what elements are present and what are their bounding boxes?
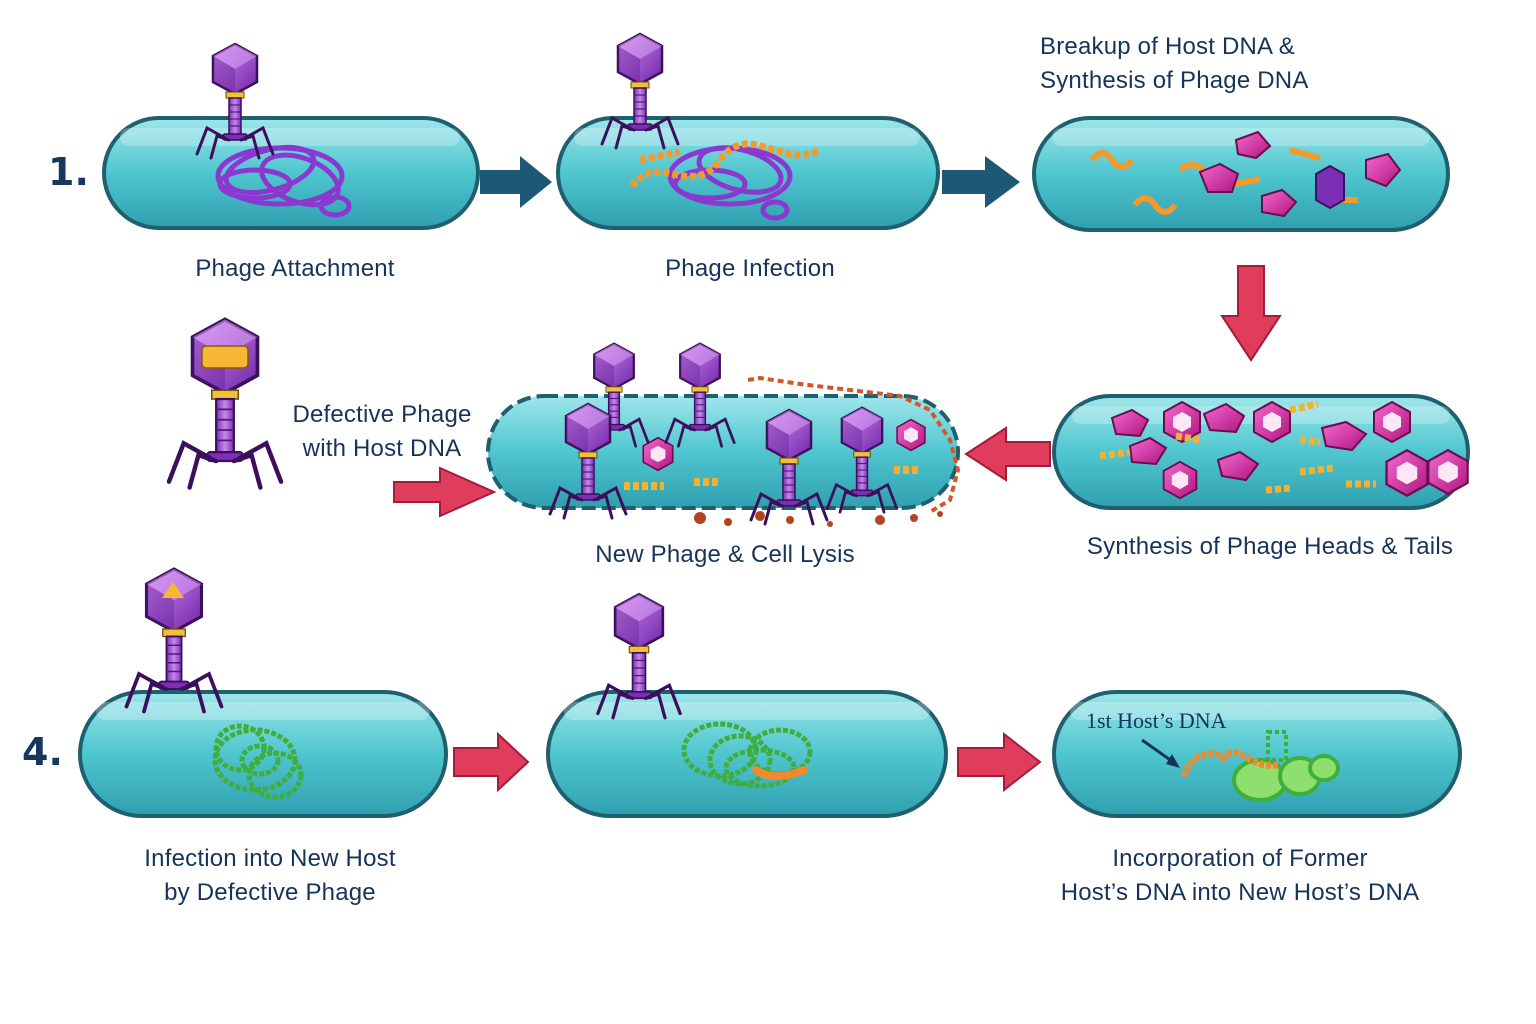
phage-head-icon bbox=[1427, 449, 1469, 495]
cell-lysis bbox=[486, 375, 961, 527]
label-defective-phage: Defective Phage with Host DNA bbox=[282, 398, 482, 466]
label-defective-phage-line2: with Host DNA bbox=[302, 435, 462, 462]
label-incorporation-line2: Host’s DNA into New Host’s DNA bbox=[1060, 879, 1420, 906]
new-host-dna-icon bbox=[681, 721, 813, 789]
cell-phage-infection bbox=[556, 116, 940, 230]
cell-dna-injection bbox=[546, 690, 948, 818]
step-number-1: 1. bbox=[48, 150, 89, 194]
phage-head-icon bbox=[1253, 401, 1291, 443]
cell-incorporation bbox=[1052, 690, 1462, 818]
cell-heads-tails bbox=[1052, 394, 1470, 510]
label-dna-breakup: Breakup of Host DNA & Synthesis of Phage… bbox=[1040, 30, 1370, 98]
label-incorporation-line1: Incorporation of Former bbox=[1112, 845, 1368, 872]
phage-head-icon bbox=[1385, 449, 1429, 497]
label-dna-breakup-line1: Breakup of Host DNA & bbox=[1040, 33, 1295, 60]
label-defective-phage-line1: Defective Phage bbox=[292, 401, 472, 428]
pointer-arrow-icon bbox=[1141, 738, 1180, 768]
step-number-4: 4. bbox=[22, 730, 63, 774]
cell-new-host bbox=[78, 690, 448, 818]
cell-phage-attachment bbox=[102, 116, 480, 230]
phage-head-icon bbox=[1110, 402, 1368, 482]
phage-head-icon bbox=[1198, 130, 1402, 218]
debris-icon bbox=[694, 511, 943, 527]
phage-head-icon bbox=[896, 418, 926, 452]
cell-dna-breakup bbox=[1032, 116, 1450, 232]
host-dna-package-icon bbox=[162, 582, 184, 598]
recombined-dna-icon bbox=[1180, 730, 1340, 802]
label-heads-tails: Synthesis of Phage Heads & Tails bbox=[1086, 533, 1454, 560]
arrow-icon bbox=[480, 156, 552, 208]
arrow-icon bbox=[453, 731, 530, 793]
label-cell-lysis: New Phage & Cell Lysis bbox=[595, 541, 855, 568]
arrow-icon bbox=[1220, 265, 1282, 362]
arrow-icon bbox=[942, 156, 1020, 208]
phage-dna-icon bbox=[752, 766, 808, 780]
label-new-host: Infection into New Host by Defective Pha… bbox=[110, 842, 430, 910]
label-phage-infection: Phage Infection bbox=[665, 255, 835, 282]
new-host-dna-icon bbox=[212, 723, 304, 800]
label-dna-breakup-line2: Synthesis of Phage DNA bbox=[1040, 67, 1309, 94]
tail-fragments-icon bbox=[1099, 400, 1376, 494]
label-first-host-dna: 1st Host’s DNA bbox=[1086, 708, 1227, 733]
defective-phage-icon bbox=[169, 319, 281, 487]
tail-fragments-icon bbox=[624, 466, 920, 490]
host-dna-icon bbox=[215, 144, 352, 218]
label-incorporation: Incorporation of Former Host’s DNA into … bbox=[1040, 842, 1440, 910]
label-new-host-line2: by Defective Phage bbox=[164, 879, 376, 906]
phage-head-icon bbox=[1373, 401, 1411, 443]
phage-dna-icon bbox=[629, 140, 822, 189]
label-new-host-line1: Infection into New Host bbox=[144, 845, 396, 872]
phage-head-icon bbox=[1162, 460, 1198, 500]
arrow-icon bbox=[957, 731, 1042, 793]
arrow-icon bbox=[393, 466, 497, 518]
arrow-icon bbox=[964, 426, 1051, 482]
label-phage-attachment: Phage Attachment bbox=[195, 255, 395, 282]
